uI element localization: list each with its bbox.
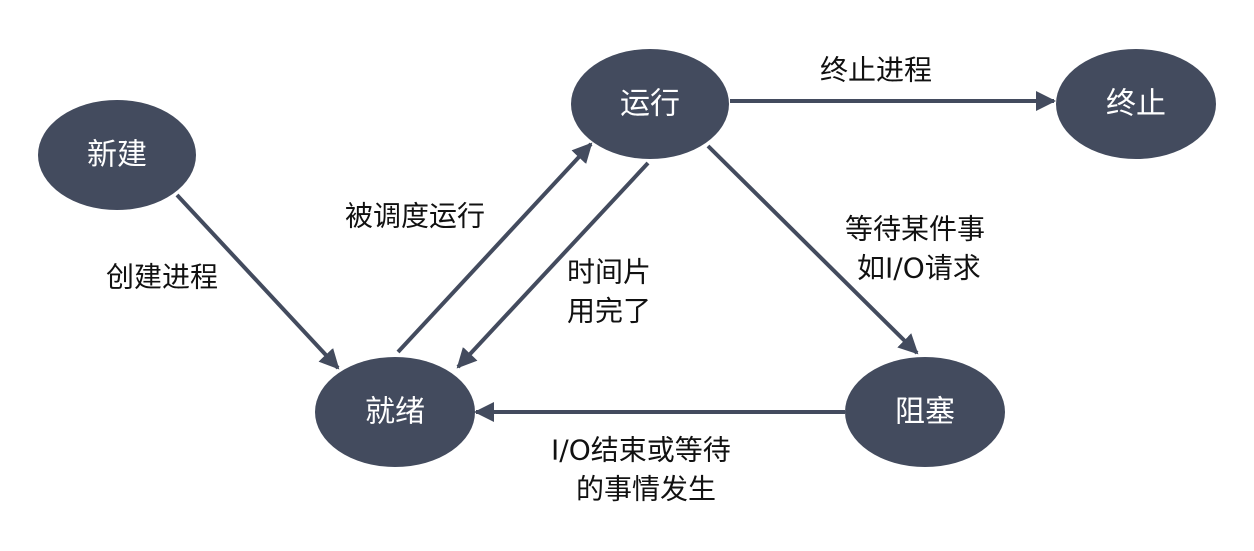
edge-label-scheduled-to-run: 被调度运行	[345, 200, 485, 233]
state-new-node: 新建	[38, 100, 196, 210]
state-terminated-shape	[1056, 49, 1216, 159]
state-new-shape	[38, 100, 196, 210]
edge-label-time-slice-line2: 用完了	[567, 295, 651, 328]
state-new-label: 新建	[87, 138, 147, 173]
edge-label-time-slice-line1: 时间片	[567, 256, 651, 289]
edge-running-to-blocked	[706, 144, 919, 355]
edge-label-io-done-line1: I/O结束或等待	[551, 434, 731, 467]
edge-ready-to-running	[396, 142, 593, 354]
edge-new-to-ready	[175, 193, 340, 370]
edge-label-wait-event-line2: 如I/O请求	[857, 252, 981, 285]
state-terminated-node: 终止	[1056, 49, 1216, 159]
state-ready-label: 就绪	[365, 395, 425, 430]
state-running-shape	[571, 49, 729, 159]
edge-running-to-ready	[456, 161, 650, 369]
state-ready-shape	[315, 357, 475, 467]
state-ready-node: 就绪	[315, 357, 475, 467]
state-running-node: 运行	[571, 49, 729, 159]
state-blocked-label: 阻塞	[895, 395, 955, 430]
state-terminated-label: 终止	[1106, 87, 1166, 122]
state-running-label: 运行	[620, 87, 680, 122]
edge-label-io-done-line2: 的事情发生	[576, 473, 716, 506]
state-blocked-node: 阻塞	[845, 357, 1005, 467]
edge-label-terminate-process: 终止进程	[820, 54, 932, 87]
edge-label-wait-event-line1: 等待某件事	[845, 213, 985, 246]
state-blocked-shape	[845, 357, 1005, 467]
edge-label-create-process: 创建进程	[106, 261, 218, 294]
